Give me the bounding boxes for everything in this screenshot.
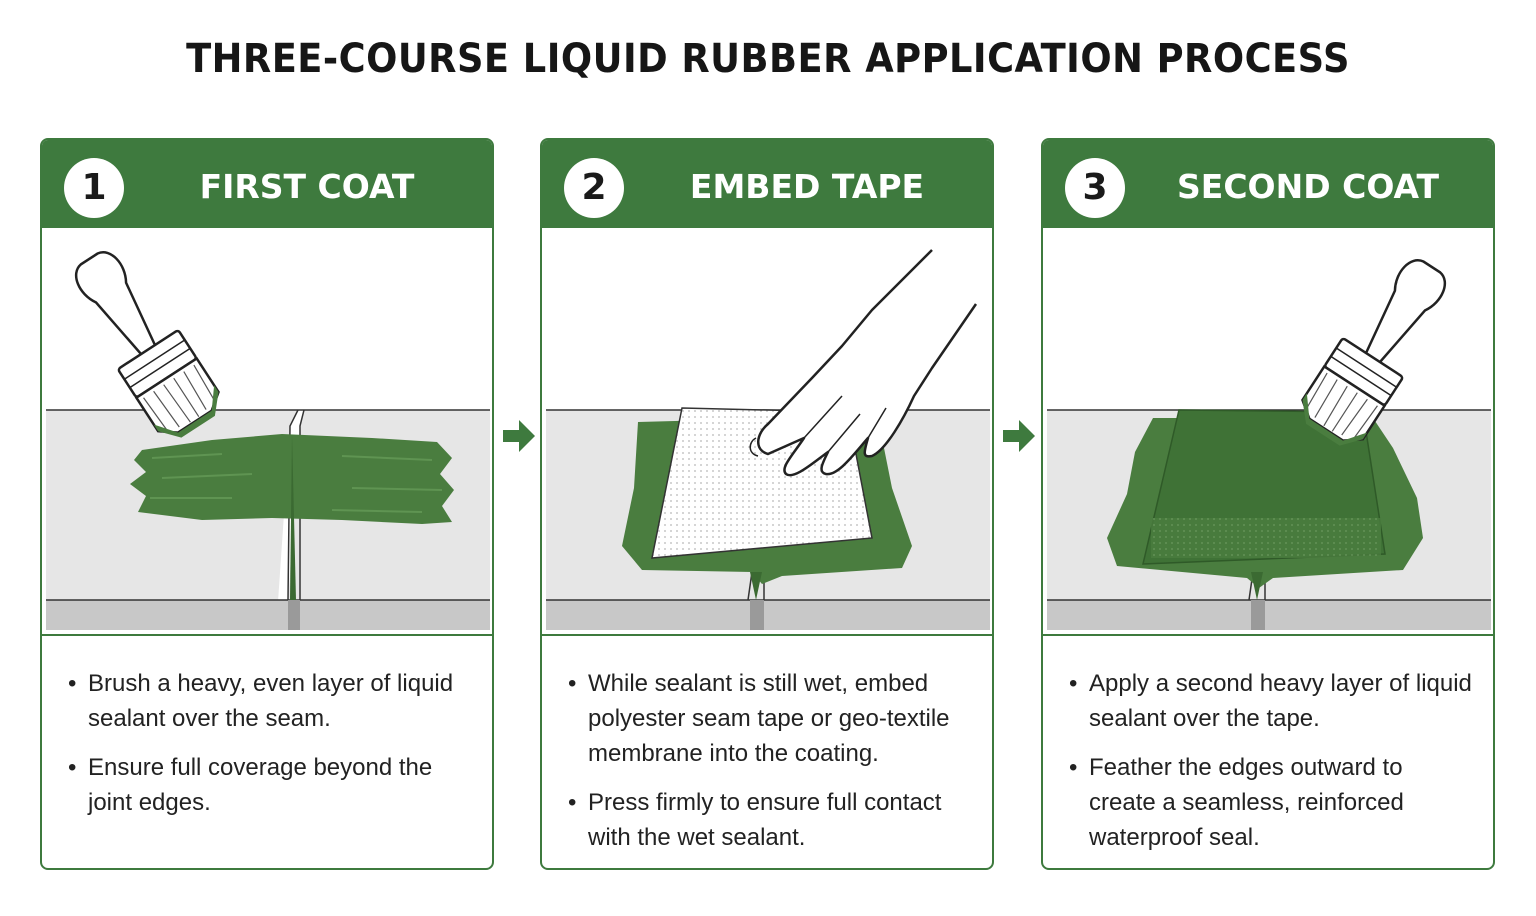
step-3-bullet-2: Feather the edges outward to create a se… <box>1069 750 1473 855</box>
step-header-1: 1 FIRST COAT <box>42 140 492 228</box>
step-1-bullet-1: Brush a heavy, even layer of liquid seal… <box>68 666 472 736</box>
step-number-badge-3: 3 <box>1065 158 1125 218</box>
step-3-bullet-1: Apply a second heavy layer of liquid sea… <box>1069 666 1473 736</box>
step-title-2: EMBED TAPE <box>689 167 925 206</box>
arrow-right-icon <box>503 420 535 452</box>
step-2-bullet-1: While sealant is still wet, embed polyes… <box>568 666 972 771</box>
step-panel-1: 1 FIRST COAT <box>40 138 494 870</box>
step-description-2: While sealant is still wet, embed polyes… <box>542 634 992 868</box>
step-description-1: Brush a heavy, even layer of liquid seal… <box>42 634 492 868</box>
sealant-coat-icon <box>1107 409 1423 600</box>
sealant-coat-icon <box>130 434 454 600</box>
arrow-right-icon <box>1003 420 1035 452</box>
step-title-3: SECOND COAT <box>1177 167 1439 206</box>
second-coat-illustration <box>1043 228 1493 632</box>
step-panel-3: 3 SECOND COAT <box>1041 138 1495 870</box>
hand-icon <box>749 249 978 477</box>
embed-tape-illustration <box>542 228 992 632</box>
page-title: THREE-COURSE LIQUID RUBBER APPLICATION P… <box>186 36 1350 82</box>
step-number-badge-1: 1 <box>64 158 124 218</box>
step-number-badge-2: 2 <box>564 158 624 218</box>
first-coat-illustration <box>42 228 492 632</box>
step-panel-2: 2 EMBED TAPE <box>540 138 994 870</box>
paintbrush-icon <box>1301 259 1446 446</box>
step-header-2: 2 EMBED TAPE <box>542 140 992 228</box>
step-2-bullet-2: Press firmly to ensure full contact with… <box>568 785 972 855</box>
step-title-1: FIRST COAT <box>199 167 415 206</box>
step-header-3: 3 SECOND COAT <box>1043 140 1493 228</box>
paintbrush-icon <box>75 251 220 438</box>
step-description-3: Apply a second heavy layer of liquid sea… <box>1043 634 1493 868</box>
step-1-bullet-2: Ensure full coverage beyond the joint ed… <box>68 750 472 820</box>
